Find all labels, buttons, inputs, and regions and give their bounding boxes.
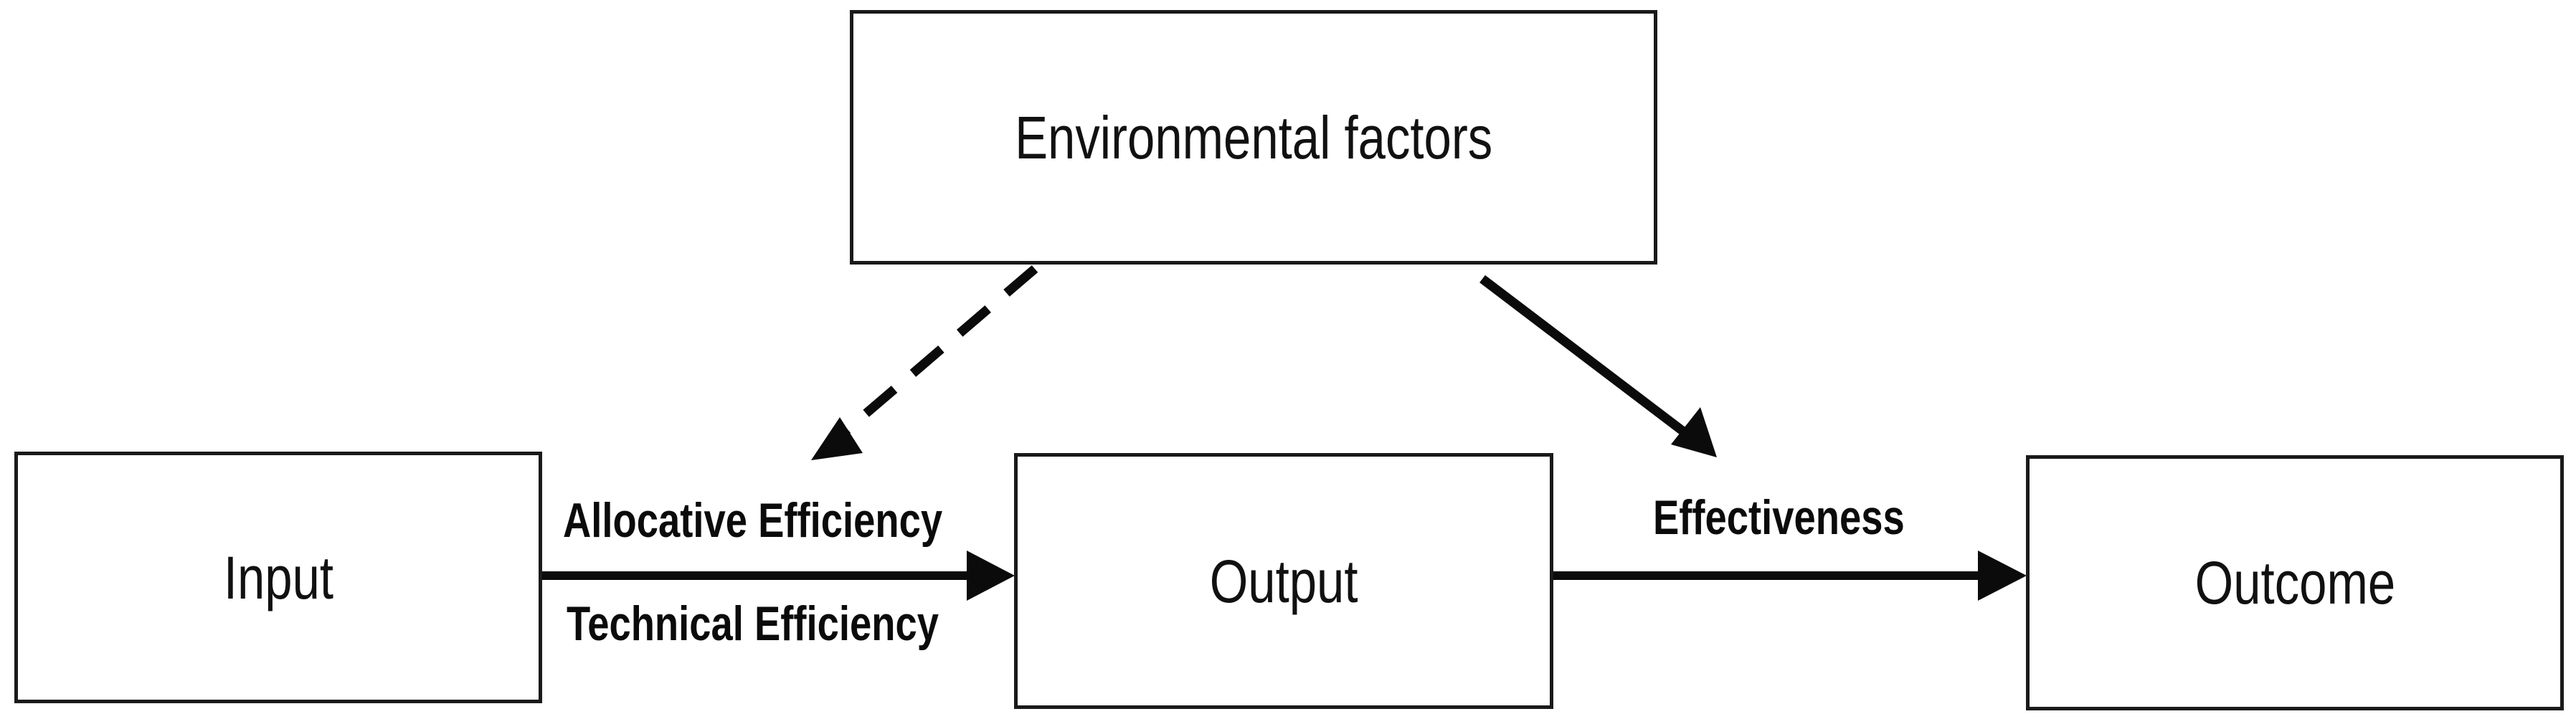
node-input-label: Input [223,543,333,611]
arrow-input-to-output [542,551,1015,601]
node-input[interactable]: Input [14,452,542,703]
node-outcome-label: Outcome [2194,549,2395,616]
node-output[interactable]: Output [1014,453,1553,709]
node-output-label: Output [1209,547,1358,615]
node-outcome[interactable]: Outcome [2026,455,2564,710]
arrow-env-to-input-output-dashed [811,265,1038,460]
node-environmental-factors-label: Environmental factors [1014,103,1493,171]
edge-label-allocative-efficiency: Allocative Efficiency [563,493,943,548]
arrow-env-to-output-outcome-solid [1479,275,1717,457]
edge-label-effectiveness: Effectiveness [1653,490,1905,545]
node-environmental-factors[interactable]: Environmental factors [850,10,1657,265]
arrow-output-to-outcome [1553,551,2027,601]
edge-label-technical-efficiency: Technical Efficiency [567,596,939,651]
